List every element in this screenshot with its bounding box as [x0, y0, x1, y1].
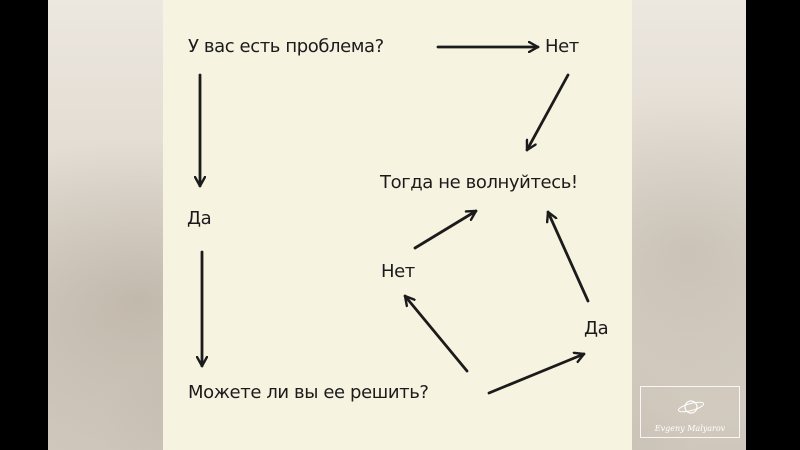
node-yes-left: Да	[187, 208, 212, 229]
arrow-can-solve-to-yes	[487, 354, 586, 395]
node-can-you-solve: Можете ли вы ее решить?	[188, 382, 429, 403]
node-no-middle: Нет	[381, 261, 415, 282]
node-dont-worry: Тогда не волнуйтесь!	[380, 172, 578, 193]
planet-icon	[677, 400, 705, 414]
arrow-can-solve-to-no	[403, 294, 469, 373]
arrow-no-to-dont-worry	[525, 73, 570, 152]
watermark-text: Evgeny Malyarov	[654, 424, 726, 433]
watermark: Evgeny Malyarov	[640, 386, 740, 438]
node-no-top: Нет	[545, 36, 579, 57]
node-have-problem: У вас есть проблема?	[188, 36, 384, 57]
arrow-yes-to-dont-worry	[548, 210, 590, 303]
node-yes-right: Да	[584, 318, 609, 339]
arrow-no-to-dont-worry-2	[413, 209, 478, 250]
